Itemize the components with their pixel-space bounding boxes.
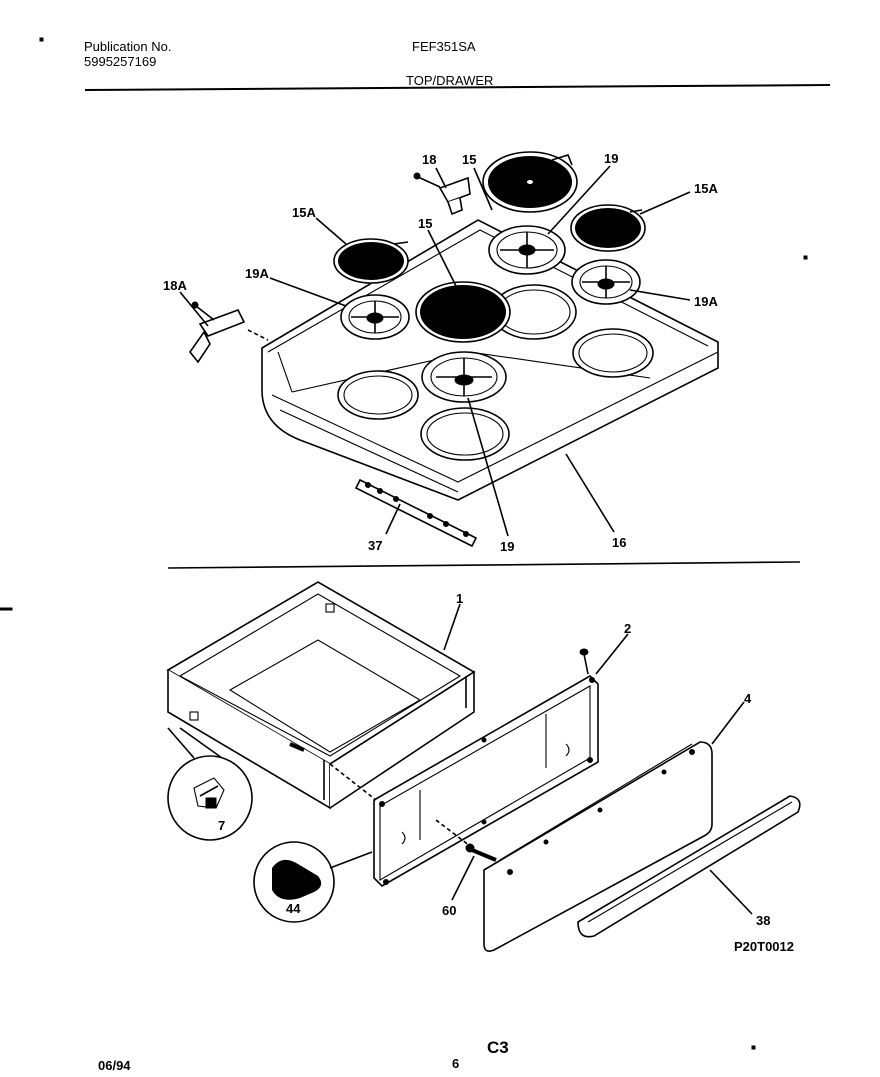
callout-7: 7 (218, 818, 225, 833)
callout-19-bottom: 19 (500, 539, 514, 554)
burner-ring-left-front-inner (343, 375, 413, 415)
callout-44: 44 (286, 901, 301, 916)
callout-19A-right: 19A (694, 294, 718, 309)
callout-38: 38 (756, 913, 770, 928)
edge-mark-left (0, 607, 13, 611)
cooktop-assembly (179, 151, 719, 548)
element-15A-right (570, 204, 646, 252)
corner-mark (39, 37, 44, 42)
publication-label: Publication No. (84, 39, 171, 54)
callout-18A: 18A (163, 278, 187, 293)
callout-1: 1 (456, 591, 463, 606)
burner-ring-left-front (337, 370, 419, 420)
callout-15-top: 15 (462, 152, 476, 167)
detail-circle-7 (167, 727, 253, 841)
publication-number: 5995257169 (84, 54, 156, 69)
drawer-handle (577, 795, 801, 938)
footer-page-code: C3 (487, 1038, 509, 1057)
callout-18: 18 (422, 152, 436, 167)
drawer-panel (329, 648, 599, 887)
callout-37: 37 (368, 538, 382, 553)
edge-mark-bottom (751, 1045, 756, 1050)
detail-circle-44 (253, 841, 373, 923)
header: Publication No. 5995257169 FEF351SA TOP/… (84, 39, 831, 91)
cooktop-bottom-lip (279, 409, 459, 493)
footer-page-number: 6 (452, 1056, 459, 1071)
burner-ring-right-front-inner (578, 333, 648, 373)
burner-ring-front-center-inner (426, 412, 504, 456)
diagram-code: P20T0012 (734, 939, 794, 954)
footer-date: 06/94 (98, 1058, 131, 1073)
element-15-top (482, 151, 578, 213)
element-15-center (415, 281, 511, 343)
cooktop-leaders (179, 165, 691, 537)
callout-15-mid: 15 (418, 216, 432, 231)
section-title: TOP/DRAWER (406, 73, 493, 88)
callout-19-top: 19 (604, 151, 618, 166)
model-number: FEF351SA (412, 39, 476, 54)
callout-15A-left: 15A (292, 205, 316, 220)
drip-bowl-19-front (421, 351, 507, 403)
callout-60: 60 (442, 903, 456, 918)
cooktop-front-lip (271, 351, 719, 483)
drip-bowl-19A-left (340, 294, 410, 340)
bracket-18A (189, 301, 269, 364)
drawer-assembly (166, 581, 801, 952)
drip-bowl-19-top (488, 225, 566, 275)
burner-ring-front-center (420, 407, 510, 461)
burner-ring-right-front (572, 328, 654, 378)
drawer-front (483, 741, 713, 952)
drip-bowl-19A-right (571, 259, 641, 305)
bracket-18 (413, 172, 471, 216)
strip-37 (354, 478, 478, 548)
callout-16: 16 (612, 535, 626, 550)
callout-15A-right: 15A (694, 181, 718, 196)
cooktop-inner-edge (267, 229, 709, 353)
section-divider (167, 561, 801, 569)
element-15A-left (333, 238, 409, 284)
drawer-box (166, 581, 476, 810)
screw-60 (465, 843, 497, 862)
header-rule (84, 84, 831, 91)
callout-4: 4 (744, 691, 752, 706)
callout-2: 2 (624, 621, 631, 636)
callout-19A-left: 19A (245, 266, 269, 281)
edge-mark-right (803, 255, 808, 260)
drawer-leaders (443, 603, 753, 915)
